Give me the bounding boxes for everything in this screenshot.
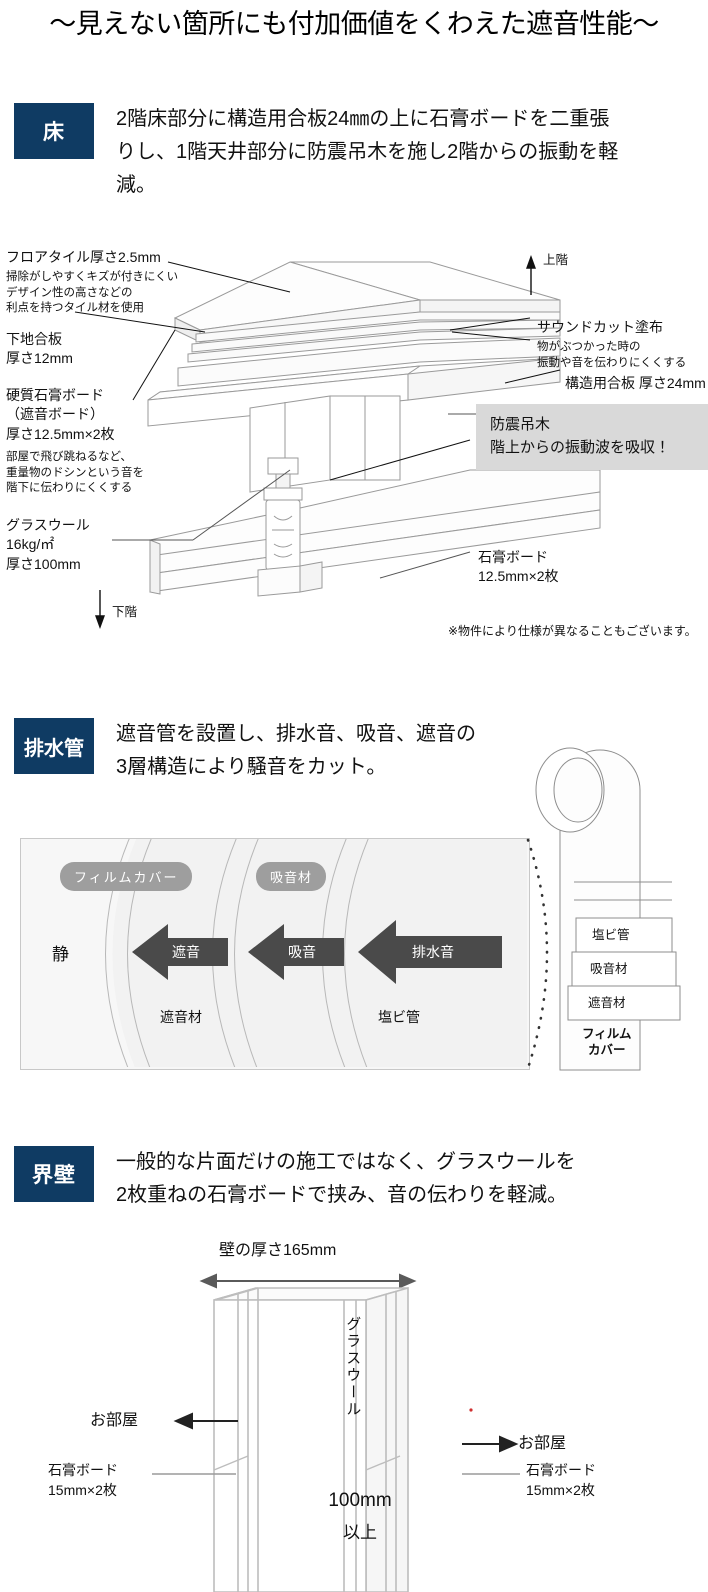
annotation-hard-gypsum-title: 硬質石膏ボード （遮音ボード） 厚さ12.5mm×2枚 — [6, 387, 115, 442]
annotation-gypsum-board: 石膏ボード 12.5mm×2枚 — [478, 549, 559, 585]
wall-body-line-1: 一般的な片面だけの施工ではなく、グラスウールを — [116, 1151, 576, 1173]
callout-vibration-hanger: 防震吊木 階上からの振動波を吸収！ — [476, 404, 708, 470]
upper-floor-arrow — [526, 254, 536, 295]
pipe-label-quiet: 静 — [52, 945, 69, 964]
floor-body-line-3: 減。 — [116, 174, 156, 196]
pipe-arrow-label-drain: 排水音 — [412, 944, 454, 960]
page-title: 〜見えない箇所にも付加価値をくわえた遮音性能〜 — [49, 9, 659, 39]
section-body-drain: 遮音管を設置し、排水音、吸音、遮音の 3層構造により騒音をカット。 — [116, 718, 476, 784]
floor-body-line-2: りし、1階天井部分に防震吊木を施し2階からの振動を軽 — [116, 141, 619, 163]
annotation-floor-tile-title: フロアタイル厚さ2.5mm — [6, 249, 161, 265]
annotation-structural-plywood: 構造用合板 厚さ24mm — [565, 375, 706, 391]
floor-leader-lines-right-2 — [379, 413, 476, 579]
pipe-arrow-label-absorb: 吸音 — [288, 944, 316, 960]
wall-thickness-label: 壁の厚さ165mm — [219, 1242, 337, 1259]
section-badge-floor: 床 — [14, 103, 94, 159]
floor-body-line-1: 2階床部分に構造用合板24㎜の上に石膏ボードを二重張 — [116, 108, 610, 130]
pipe-illustration — [535, 747, 681, 1071]
annotation-soundcut-title: サウンドカット塗布 — [537, 319, 663, 335]
pipe-arrow-label-shield: 遮音 — [172, 944, 200, 960]
wall-base-edges — [213, 1455, 401, 1471]
pipe-label-pvc: 塩ビ管 — [378, 1009, 420, 1025]
floor-footnote: ※物件により仕様が異なることもございます。 — [448, 624, 697, 638]
vibration-hanger — [257, 457, 323, 597]
drain-body-line-2: 3層構造により騒音をカット。 — [116, 756, 387, 778]
annotation-upper-floor: 上階 — [543, 253, 569, 267]
pipe-label-shield-material: 遮音材 — [160, 1009, 202, 1025]
wall-block — [213, 1286, 409, 1592]
wall-gypsum-label-right: 石膏ボード 15mm×2枚 — [526, 1462, 596, 1498]
section-header-floor: 床 2階床部分に構造用合板24㎜の上に石膏ボードを二重張 りし、1階天井部分に防… — [14, 103, 694, 202]
section-badge-drain: 排水管 — [14, 718, 94, 774]
wall-glasswool-label: グラスウール — [344, 1316, 362, 1418]
wall-gypsum-label-left: 石膏ボード 15mm×2枚 — [48, 1462, 118, 1498]
pipe-layer-label-1: 吸音材 — [590, 962, 628, 976]
drain-body-line-1: 遮音管を設置し、排水音、吸音、遮音の — [116, 723, 476, 745]
wall-arrow-right — [462, 1435, 519, 1453]
annotation-lower-floor: 下階 — [112, 605, 138, 619]
pipe-layer-label-0: 塩ビ管 — [592, 928, 630, 942]
wall-room-label-right: お部屋 — [518, 1435, 567, 1452]
floor-stack-layers — [147, 261, 561, 427]
wall-arrow-left — [173, 1412, 238, 1430]
section-body-wall: 一般的な片面だけの施工ではなく、グラスウールを 2枚重ねの石膏ボードで挟み、音の… — [116, 1146, 576, 1212]
section-header-wall: 界壁 一般的な片面だけの施工ではなく、グラスウールを 2枚重ねの石膏ボードで挟み… — [14, 1146, 694, 1212]
annotation-floor-tile-desc: 掃除がしやすくキズが付きにくい デザイン性の高さなどの 利点を持つタイル材を使用 — [6, 271, 179, 315]
wall-room-label-left: お部屋 — [90, 1412, 139, 1429]
section-body-floor: 2階床部分に構造用合板24㎜の上に石膏ボードを二重張 りし、1階天井部分に防震吊… — [116, 103, 618, 202]
wall-body-line-2: 2枚重ねの石膏ボードで挟み、音の伝わりを軽減。 — [116, 1184, 568, 1206]
callout-line-1: 防震吊木 — [490, 416, 551, 433]
pipe-pill-absorb: 吸音材 — [256, 862, 327, 891]
wall-marker-dot — [469, 1408, 473, 1412]
annotation-hard-gypsum-desc: 部屋で飛び跳ねるなど、 重量物のドシンという音を 階下に伝わりにくくする — [6, 451, 144, 495]
callout-line-2: 階上からの振動波を吸収！ — [490, 439, 671, 457]
pipe-dotted-connector — [526, 838, 549, 1070]
annotation-subfloor-plywood: 下地合板 厚さ12mm — [6, 331, 73, 367]
annotation-glass-wool: グラスウール 16kg/㎡ 厚さ100mm — [6, 517, 90, 572]
annotation-soundcut-desc: 物がぶつかった時の 振動や音を伝わりにくくする — [537, 341, 687, 369]
wall-glasswool-min: 以上 — [343, 1523, 377, 1542]
section-badge-wall: 界壁 — [14, 1146, 94, 1202]
wall-glasswool-thickness: 100mm — [328, 1490, 392, 1511]
wall-thickness-dimension — [199, 1273, 417, 1289]
section-header-drain: 排水管 遮音管を設置し、排水音、吸音、遮音の 3層構造により騒音をカット。 — [14, 718, 694, 784]
pipe-layer-label-2: 遮音材 — [588, 996, 626, 1010]
pipe-pill-film-cover: フィルムカバー — [60, 862, 193, 891]
pipe-layer-label-film: フィルム カバー — [582, 1027, 632, 1058]
floor-joist-box — [249, 395, 401, 493]
lower-floor-arrow — [95, 590, 105, 630]
